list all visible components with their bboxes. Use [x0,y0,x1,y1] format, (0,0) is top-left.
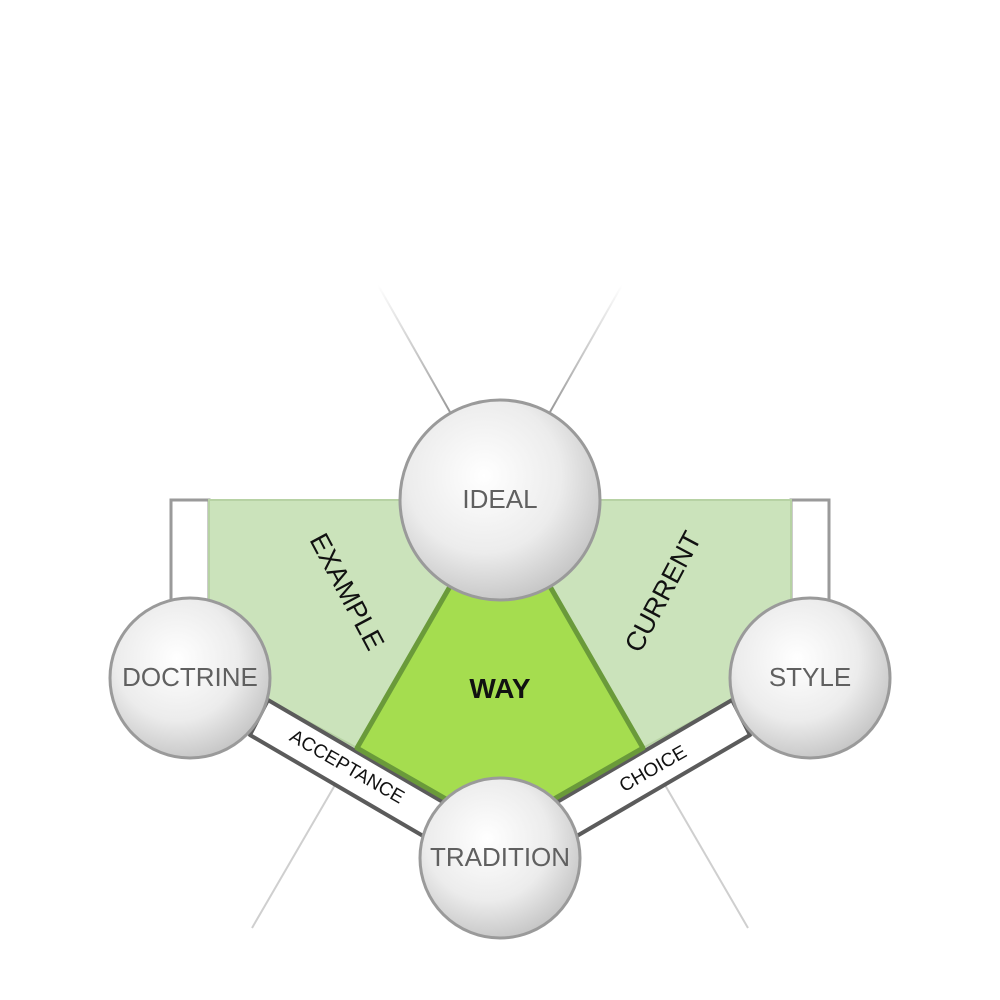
node-style: STYLE [728,596,892,760]
node-tradition-label: TRADITION [430,842,570,872]
guide-line-bottom-right [664,784,749,929]
node-tradition-circle [418,776,582,940]
side-band-left [169,498,211,612]
guide-line-bottom-left [251,784,336,929]
side-band-right [789,498,831,612]
node-ideal-label: IDEAL [462,484,537,514]
node-style-label: STYLE [769,662,851,692]
center-label: WAY [469,673,531,704]
node-tradition: TRADITION [418,776,582,940]
guide-lines [105,284,895,929]
node-doctrine-label: DOCTRINE [122,662,258,692]
guide-line-top-left [377,284,451,413]
node-ideal: IDEAL [398,398,602,602]
node-doctrine-circle [108,596,272,760]
node-ideal-circle [398,398,602,602]
node-doctrine: DOCTRINE [108,596,272,760]
guide-line-top-right [549,284,623,413]
node-style-circle [728,596,892,760]
